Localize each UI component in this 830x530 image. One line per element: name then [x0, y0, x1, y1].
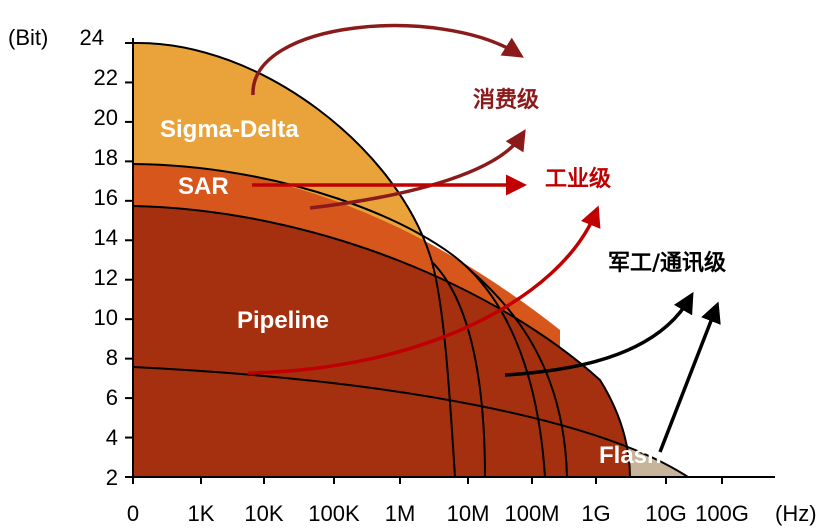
y-axis-label: (Bit)	[8, 25, 48, 50]
sigma-delta-boundary	[132, 41, 456, 478]
annotation-industrial: 工业级	[545, 166, 611, 192]
annotation-consumer: 消费级	[473, 87, 539, 113]
y-tick-label: 12	[94, 265, 118, 290]
consumer-arrow-1	[251, 23, 524, 96]
region-label-sigma-delta: Sigma-Delta	[160, 116, 299, 143]
y-tick-label: 18	[94, 145, 118, 170]
x-tick-label: 100M	[504, 501, 559, 526]
x-tick-label: 10K	[244, 501, 283, 526]
y-tick-label: 10	[94, 305, 118, 330]
y-tick-label: 8	[106, 345, 118, 370]
consumer-arrow-2	[309, 129, 526, 210]
x-tick-label: 1G	[581, 501, 610, 526]
x-tick-label: 1K	[188, 501, 215, 526]
y-tick-marks	[125, 42, 133, 478]
annotation-military-telecom: 军工/通讯级	[608, 250, 726, 276]
industrial-arrow-2	[247, 205, 601, 375]
y-tick-label: 4	[106, 425, 118, 450]
x-tick-label: 10M	[447, 501, 490, 526]
region-pipeline	[133, 206, 630, 477]
x-tick-marks	[132, 477, 723, 484]
flash-boundary	[132, 366, 689, 478]
x-tick-label: 1M	[385, 501, 416, 526]
y-tick-label: 6	[106, 385, 118, 410]
x-tick-label: 100K	[308, 501, 360, 526]
military-arrow-2	[658, 301, 721, 453]
military-arrow-1	[504, 291, 694, 377]
inner-arc-1	[431, 261, 486, 478]
y-tick-label: 20	[94, 105, 118, 130]
x-tick-label: 0	[127, 501, 139, 526]
y-tick-label: 14	[94, 225, 118, 250]
x-tick-label: 100G	[695, 501, 749, 526]
y-tick-label: 2	[106, 465, 118, 490]
x-tick-label: 10G	[645, 501, 687, 526]
y-tick-label: 22	[94, 65, 118, 90]
pipeline-boundary	[132, 205, 631, 478]
y-tick-label: 16	[94, 185, 118, 210]
region-label-pipeline: Pipeline	[237, 307, 329, 334]
x-axis-label: (Hz)	[775, 501, 817, 526]
region-label-sar: SAR	[178, 173, 229, 200]
region-label-flash: Flash	[599, 442, 662, 469]
inner-arc-2	[469, 269, 568, 478]
y-tick-label: 24	[80, 25, 104, 50]
sar-boundary	[132, 163, 546, 478]
